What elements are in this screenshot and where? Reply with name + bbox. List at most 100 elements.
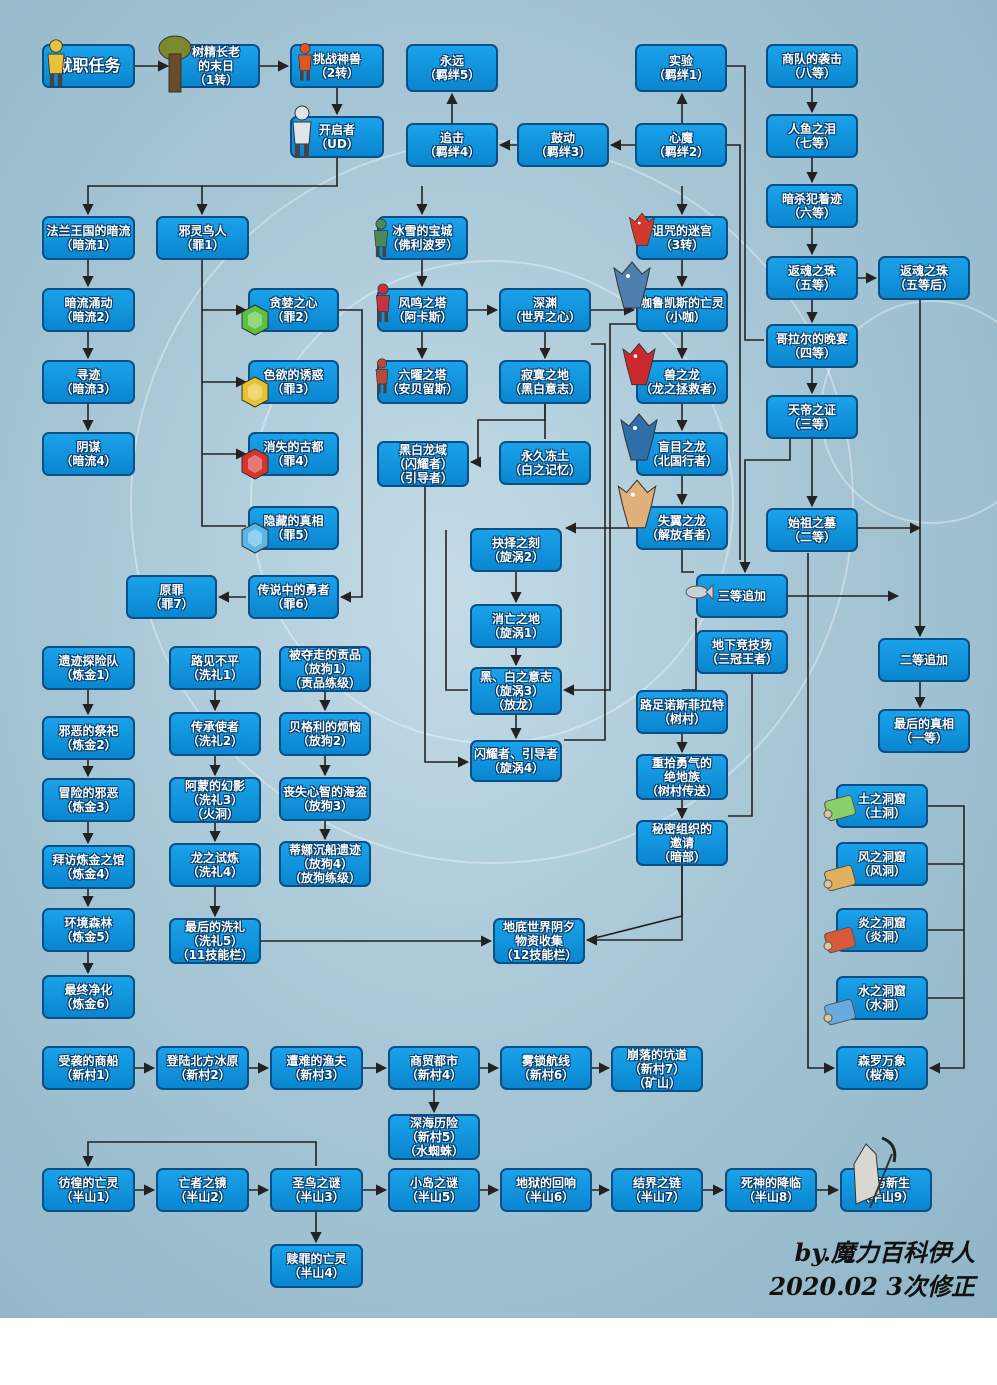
- quest-node: 兽之龙 （龙之拯救者）: [636, 360, 728, 404]
- quest-node: 阴谋 （暗流4）: [42, 432, 135, 476]
- quest-node: 亡者之镜 （半山2）: [156, 1168, 249, 1212]
- quest-node: 法兰王国的暗流 （暗流1）: [42, 216, 135, 260]
- adventurer-character-icon: [40, 38, 72, 92]
- author-credit: by.魔力百科伊人 2020.02 3次修正: [769, 1238, 975, 1301]
- quest-node: 受袭的商船 （新村1）: [42, 1046, 135, 1090]
- quest-node: 原罪 （罪7）: [126, 575, 217, 619]
- quest-node: 传说中的勇者 （罪6）: [248, 575, 339, 619]
- red-scroll-icon: [822, 924, 858, 960]
- quest-node: 土之洞窟 （土洞）: [836, 784, 928, 828]
- connector-arrow: [681, 550, 694, 573]
- quest-node: 冒险的邪恶 （炼金3）: [42, 778, 135, 822]
- connector-arrow: [445, 530, 468, 691]
- quest-node: 寂寞之地 （黑白意志）: [499, 360, 591, 404]
- quest-node: 遭难的渔夫 （新村3）: [270, 1046, 363, 1090]
- quest-node: 蒂娜沉船遗迹 （放狗4） （放狗练级）: [279, 841, 371, 887]
- quest-node: 水之洞窟 （水洞）: [836, 976, 928, 1020]
- quest-node: 传承使者 （洗礼2）: [169, 712, 261, 756]
- red-warrior-icon: [372, 272, 394, 338]
- quest-node: 路足诺斯菲拉特 （树村）: [636, 690, 728, 734]
- connector-arrow: [728, 659, 753, 817]
- quest-flowchart-canvas: 就职任务树精长老 的末日 （1转）挑战神兽 （2转）开启者 （UD）永远 （羁绊…: [0, 0, 997, 1318]
- quest-node: 返魂之珠 （五等后）: [878, 256, 970, 300]
- quest-node: 小岛之谜 （半山5）: [388, 1168, 480, 1212]
- quest-node: 邪灵鸟人 （罪1）: [156, 216, 249, 260]
- red-dragon-warrior-icon: [628, 200, 656, 264]
- quest-node: 龙之试炼 （洗礼4）: [169, 843, 261, 887]
- quest-node: 闪耀者、引导者 （旋涡4）: [470, 740, 562, 782]
- quest-node: 深海历险 （新村5） （水蜘蛛）: [388, 1114, 480, 1160]
- quest-node: 追击 （羁绊4）: [406, 123, 498, 167]
- quest-node: 阿蒙的幻影 （洗礼3） （火洞）: [169, 777, 261, 823]
- quest-node: 黑白龙域 （闪耀者） （引导者）: [377, 441, 469, 487]
- green-scroll-icon: [822, 792, 858, 828]
- connector-arrow: [928, 805, 965, 1074]
- yellow-scroll-icon: [822, 862, 858, 898]
- quest-node: 拜访炼金之馆 （炼金4）: [42, 845, 135, 889]
- connector-arrow: [807, 553, 836, 1074]
- reaper-character-icon: [836, 1134, 900, 1214]
- quest-node: 路见不平 （洗礼1）: [169, 646, 261, 690]
- connector-arrow: [424, 487, 470, 768]
- connector-arrow: [586, 866, 683, 941]
- quest-node: 天帝之证 （三等）: [766, 395, 858, 439]
- quest-node: 暗流涌动 （暗流2）: [42, 288, 135, 332]
- connector-arrow: [585, 866, 683, 946]
- blue-gem-icon: [240, 522, 270, 558]
- quest-node: 深渊 （世界之心）: [499, 288, 591, 332]
- quest-node: 秘密组织的 邀请 （暗部）: [636, 820, 728, 866]
- quest-node: 结界之链 （半山7）: [611, 1168, 703, 1212]
- quest-node: 最后的真相 （一等）: [878, 709, 970, 753]
- quest-node: 最后的洗礼 （洗礼5） （11技能栏）: [169, 918, 261, 964]
- quest-node: 树精长老 的末日 （1转）: [172, 44, 260, 88]
- connector-arrow: [201, 260, 246, 527]
- quest-node: 永久冻土 （白之记忆）: [499, 441, 591, 485]
- tree-elder-icon: [156, 34, 194, 98]
- blue-dragon-icon: [618, 410, 660, 470]
- armored-warrior-icon: [372, 348, 392, 408]
- quest-node: 色欲的诱惑 （罪3）: [248, 360, 339, 404]
- quest-node: 六曜之塔 （安贝留斯）: [377, 360, 468, 404]
- quest-node: 地狱的回响 （半山6）: [500, 1168, 592, 1212]
- ice-warrior-icon: [370, 210, 392, 270]
- quest-node: 人鱼之泪 （七等）: [766, 114, 858, 158]
- winged-dragon-icon: [615, 476, 659, 538]
- connector-arrow: [739, 439, 791, 574]
- quest-node: 死神的降临 （半山8）: [725, 1168, 817, 1212]
- quest-node: 咖鲁凯斯的亡灵 （小咖）: [636, 288, 728, 332]
- connector-arrow: [82, 158, 338, 216]
- yellow-gem-icon: [240, 376, 270, 412]
- quest-node: 黑、白之意志 （旋涡3） （放龙）: [470, 667, 562, 715]
- green-gem-icon: [240, 304, 270, 340]
- quest-node: 鼓动 （羁绊3）: [517, 123, 609, 167]
- quest-node: 抉择之刻 （旋涡2）: [470, 528, 562, 572]
- quest-node: 崩落的坑道 （新村7） （矿山）: [611, 1046, 703, 1092]
- white-knight-icon: [285, 104, 319, 164]
- quest-node: 风之洞窟 （风洞）: [836, 842, 928, 886]
- quest-node: 赎罪的亡灵 （半山4）: [270, 1244, 363, 1288]
- quest-node: 雾锁航线 （新村6）: [500, 1046, 592, 1090]
- quest-node: 心魔 （羁绊2）: [635, 123, 727, 167]
- quest-node: 彷徨的亡灵 （半山1）: [42, 1168, 135, 1212]
- connector-arrow: [339, 309, 363, 603]
- quest-node: 消亡之地 （旋涡1）: [470, 604, 562, 648]
- quest-node: 商贸都市 （新村4）: [388, 1046, 480, 1090]
- connector-arrow: [564, 343, 606, 741]
- quest-node: 哥拉尔的晚宴 （四等）: [766, 324, 858, 368]
- quest-node: 实验 （羁绊1）: [635, 44, 727, 92]
- blue-scroll-icon: [822, 996, 858, 1032]
- quest-node: 环境森林 （炼金5）: [42, 908, 135, 952]
- blue-dragon-icon: [612, 258, 652, 318]
- quest-node: 始祖之墓 （二等）: [766, 508, 858, 552]
- connector-arrow: [727, 65, 764, 341]
- silver-fish-icon: [684, 580, 714, 608]
- connector-arrow: [562, 323, 636, 696]
- red-dragon-icon: [618, 340, 660, 394]
- quest-node: 登陆北方冰原 （新村2）: [156, 1046, 249, 1090]
- quest-node: 贝格利的烦恼 （放狗2）: [279, 712, 371, 756]
- quest-node: 地下竞技场 （三冠王者）: [696, 630, 788, 674]
- quest-node: 邪恶的祭祀 （炼金2）: [42, 716, 135, 760]
- quest-node: 最终净化 （炼金6）: [42, 975, 135, 1019]
- quest-node: 暗杀犯着迹 （六等）: [766, 184, 858, 228]
- connector-arrow: [682, 618, 697, 691]
